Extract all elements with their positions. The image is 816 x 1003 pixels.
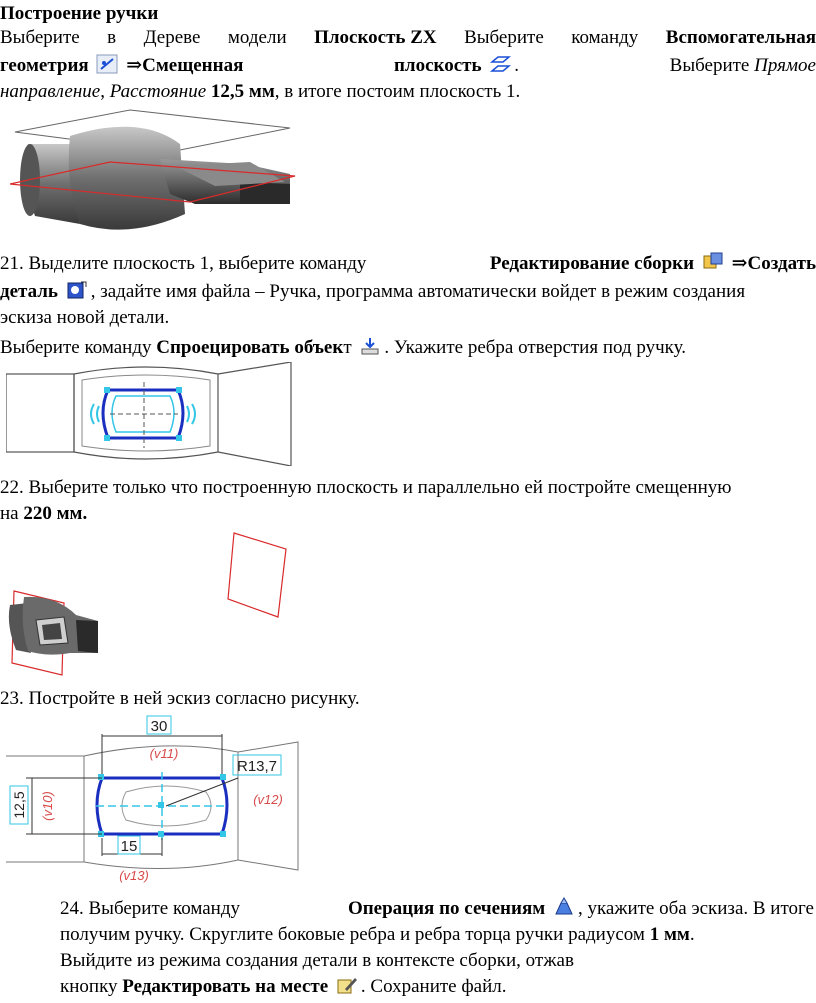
radius-label: R13,7 — [237, 758, 277, 775]
page-title: Построение ручки — [0, 3, 159, 24]
step-21-line-2: деталь , задайте имя файла – Ручка, прог… — [0, 280, 746, 302]
constraint-v13-label: (v13) — [119, 868, 149, 883]
step-24-line-2: получим ручку. Скруглите боковые ребра и… — [60, 924, 695, 945]
step-23-line-1: 23. Постройте в ней эскиз согласно рисун… — [0, 688, 360, 709]
create-part-icon — [66, 280, 88, 300]
constraint-v12-label: (v12) — [253, 792, 283, 807]
step-24-line-3: Выйдите из режима создания детали в конт… — [60, 950, 574, 971]
aux-geometry-icon — [96, 54, 118, 74]
loft-operation-icon — [553, 897, 575, 917]
figure-model-with-plane — [10, 109, 296, 230]
project-object-icon — [359, 336, 381, 356]
step-24: 24. Выберите команду Операция по сечения… — [60, 896, 814, 1000]
paragraph-1-line-2: геометрия ⇒Смещенная плоскость . Выберит… — [0, 54, 816, 76]
figure-sketch-dimensions: 30 (v11) R13,7 (v12) 12,5 (v10) 15 (v13) — [6, 715, 299, 883]
paragraph-1-line-3: направление, Расстояние 12,5 мм, в итоге… — [0, 81, 521, 102]
step-21-line-4: Выберите команду Спроецировать объект . … — [0, 336, 686, 358]
figure-offset-planes — [8, 532, 287, 676]
step-24-line-4: кнопку Редактировать на месте . Сохранит… — [60, 975, 507, 997]
dimension-30-label: 30 — [151, 718, 168, 735]
step-22-line-2: на 220 мм. — [0, 503, 88, 524]
edit-in-place-icon — [336, 975, 358, 995]
step-22-line-1: 22. Выберите только что построенную плос… — [0, 477, 732, 498]
step-24-line-1: 24. Выберите команду Операция по сечения… — [60, 897, 814, 919]
step-21-line-3: эскиза новой детали. — [0, 307, 170, 328]
constraint-v11-label: (v11) — [150, 746, 179, 761]
constraint-v10-label: (v10) — [40, 791, 55, 821]
step-21-line-1: 21. Выделите плоскость 1, выберите коман… — [0, 252, 816, 274]
figure-projected-edges — [6, 362, 292, 466]
edit-assembly-icon — [702, 252, 724, 272]
dimension-15-label: 15 — [121, 838, 138, 855]
offset-plane-icon — [489, 54, 512, 74]
dimension-12-5-label: 12,5 — [11, 791, 27, 818]
